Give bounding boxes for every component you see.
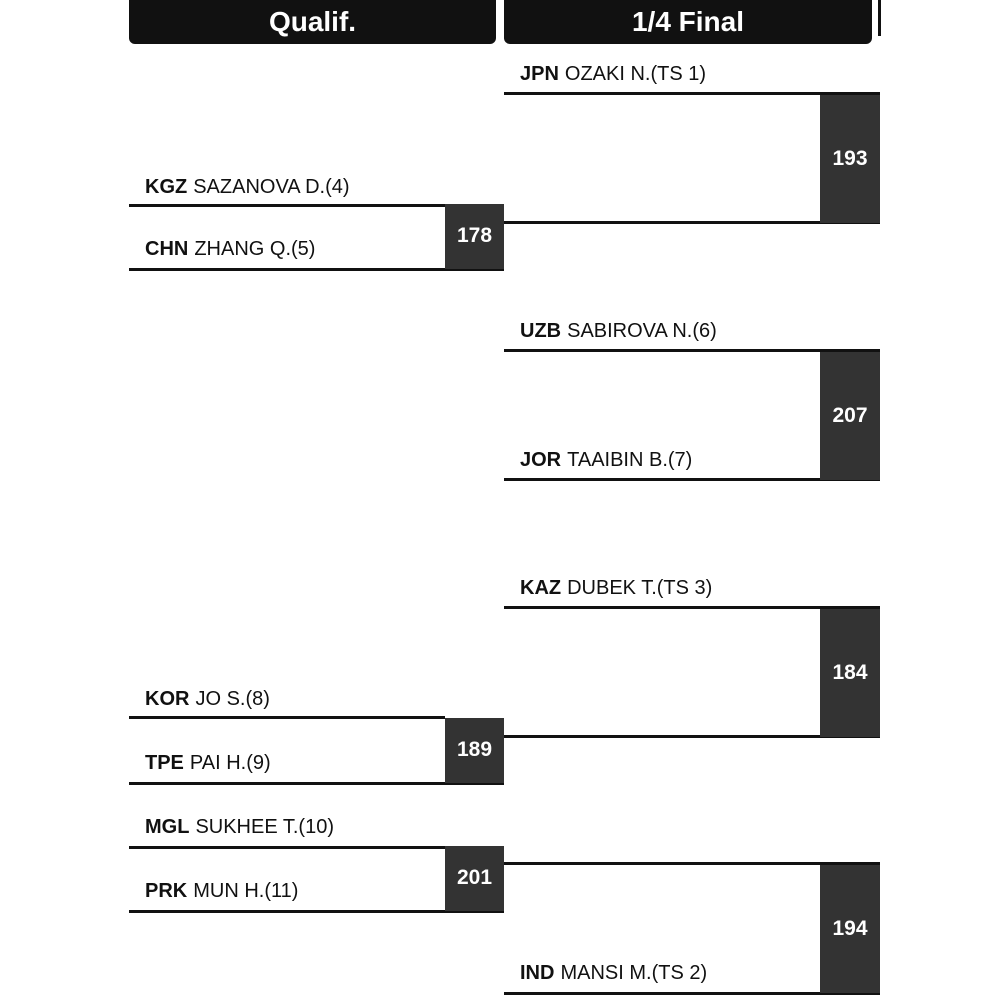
qualif-2-line-2: [129, 782, 504, 785]
athlete-name: SABIROVA N.(6): [567, 320, 717, 342]
qf-4-line-1: [504, 862, 880, 865]
score-value: 201: [456, 866, 493, 889]
score-value: 193: [832, 147, 868, 170]
country-code: UZB: [520, 320, 562, 342]
country-code: JPN: [520, 63, 559, 85]
athlete-name: JO S.(8): [195, 688, 270, 710]
qualif-3-line-1: [129, 846, 445, 849]
qf-4-score: 194: [820, 865, 880, 993]
athlete-name: TAAIBIN B.(7): [567, 449, 693, 471]
country-code: CHN: [145, 238, 189, 260]
header-qualif-label: Qualif.: [268, 6, 357, 37]
score-value: 189: [456, 738, 493, 761]
qf-1-line-2: [504, 221, 880, 224]
athlete-name: DUBEK T.(TS 3): [567, 577, 713, 599]
athlete-name: PAI H.(9): [189, 752, 271, 774]
country-code: KAZ: [520, 577, 562, 599]
qf-1-line-1: [504, 92, 880, 95]
athlete-name: OZAKI N.(TS 1): [564, 63, 707, 85]
country-code: KOR: [145, 688, 190, 710]
country-code: PRK: [145, 880, 188, 902]
score-value: 194: [832, 917, 868, 940]
qf-2-score: 207: [820, 352, 880, 480]
qualif-3-score: 201: [445, 846, 504, 911]
athlete-name: MANSI M.(TS 2): [560, 962, 708, 984]
country-code: JOR: [520, 449, 562, 471]
header-qualif: Qualif.: [129, 0, 496, 44]
qualif-1-score: 178: [445, 204, 504, 269]
score-value: 184: [832, 661, 868, 684]
score-value: 207: [832, 404, 868, 427]
qf-2-line-1: [504, 349, 880, 352]
header-edge: [878, 0, 881, 36]
qualif-1-line-2: [129, 268, 504, 271]
score-value: 178: [456, 224, 493, 247]
country-code: KGZ: [145, 176, 188, 198]
country-code: MGL: [145, 816, 190, 838]
athlete-name: ZHANG Q.(5): [194, 238, 316, 260]
qf-3-line-1: [504, 606, 880, 609]
country-code: TPE: [145, 752, 184, 774]
qf-1-score: 193: [820, 95, 880, 223]
header-quarter-final-label: 1/4 Final: [631, 6, 745, 37]
athlete-name: SUKHEE T.(10): [195, 816, 335, 838]
qualif-3-line-2: [129, 910, 504, 913]
athlete-name: SAZANOVA D.(4): [193, 176, 350, 198]
qualif-2-score: 189: [445, 718, 504, 783]
qf-4-line-2: [504, 992, 880, 995]
qualif-1-line-1: [129, 204, 445, 207]
header-quarter-final: 1/4 Final: [504, 0, 872, 44]
athlete-name: MUN H.(11): [193, 880, 299, 902]
qf-3-line-2: [504, 735, 880, 738]
country-code: IND: [520, 962, 555, 984]
qualif-2-line-1: [129, 716, 445, 719]
qf-3-score: 184: [820, 609, 880, 737]
qf-2-line-2: [504, 478, 880, 481]
